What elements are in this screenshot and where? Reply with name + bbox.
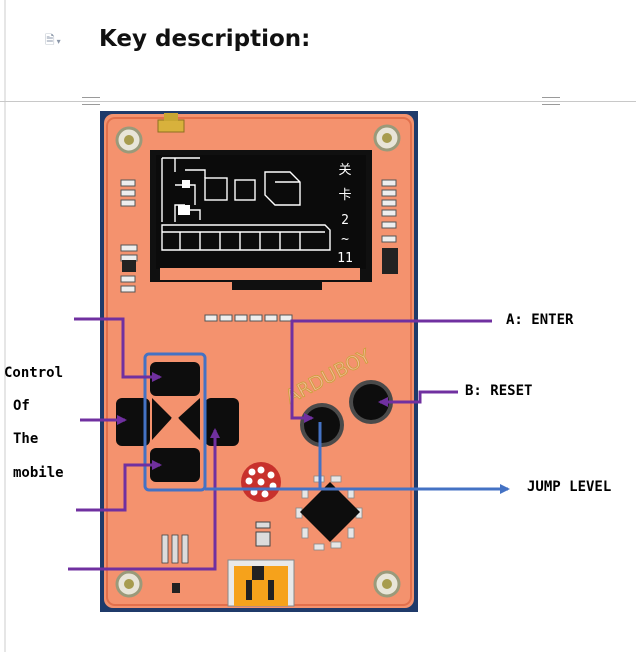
label-control: Control: [4, 365, 63, 381]
screw-top-right: [375, 126, 399, 150]
screen-char: 11: [337, 251, 353, 266]
dpad-right-button[interactable]: [205, 398, 239, 446]
screen-char: ~: [341, 232, 349, 247]
screw-top-left: [117, 128, 141, 152]
screen-char: 卡: [338, 188, 351, 203]
screw-bottom-right: [375, 572, 399, 596]
label-b-reset: B: RESET: [465, 383, 532, 399]
screen-char: 2: [341, 213, 349, 228]
dpad-up-button[interactable]: [150, 362, 200, 396]
oled-screen: 关 卡 2 ~ 11: [150, 150, 372, 290]
label-the: The: [13, 431, 38, 447]
button-a[interactable]: [300, 403, 344, 447]
label-of: Of: [13, 398, 30, 414]
chip-left: [122, 260, 136, 272]
screen-char: 关: [338, 163, 351, 178]
label-a-enter: A: ENTER: [506, 312, 573, 328]
label-jump-level: JUMP LEVEL: [527, 479, 611, 495]
speaker: [241, 462, 281, 502]
label-mobile: mobile: [13, 465, 64, 481]
screw-bottom-left: [117, 572, 141, 596]
chip-right: [382, 248, 398, 274]
